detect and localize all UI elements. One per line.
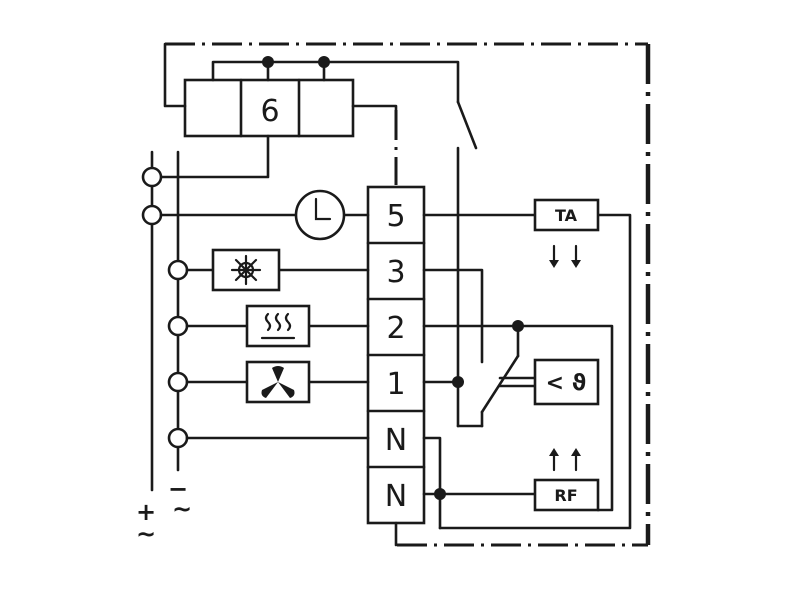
sensor-label: < ϑ	[546, 371, 587, 396]
up-arrows-icon	[549, 448, 581, 472]
heating-icon	[260, 312, 296, 340]
terminal-n2-label: N	[385, 479, 407, 514]
rf-sensor: RF	[533, 448, 600, 512]
temperature-sensor: < ϑ	[533, 358, 600, 406]
supply-rails	[141, 150, 189, 492]
enclosure-dashed-line	[165, 42, 651, 547]
fan-icon	[261, 366, 295, 398]
clock-icon	[314, 197, 332, 221]
rf-label: RF	[554, 486, 577, 505]
terminal-strip: 5 3 2 1 N N	[366, 185, 426, 525]
supply-labels: + − ~ ~	[136, 475, 192, 548]
down-arrows-icon	[549, 244, 581, 268]
terminal-1-label: 1	[386, 367, 405, 402]
ta-label: TA	[555, 206, 578, 225]
snowflake-icon	[230, 254, 262, 286]
cooling-row	[185, 248, 370, 292]
supply-ac-right-label: ~	[172, 495, 192, 523]
heating-row	[185, 304, 370, 348]
supply-minus-label: −	[168, 475, 188, 503]
relay-wiring	[150, 42, 478, 179]
ta-sensor: TA	[533, 198, 600, 268]
terminal-5-label: 5	[386, 199, 405, 234]
terminal-2-label: 2	[386, 311, 405, 346]
supply-plus-label: +	[136, 498, 156, 526]
relay-terminal-label: 6	[260, 94, 279, 129]
fan-row	[185, 360, 370, 404]
relay-block: 6	[183, 78, 355, 138]
terminal-3-label: 3	[386, 255, 405, 290]
clock-row	[159, 189, 370, 241]
right-wiring	[422, 146, 632, 530]
supply-ac-left-label: ~	[136, 520, 156, 548]
terminal-n1-label: N	[385, 423, 407, 458]
